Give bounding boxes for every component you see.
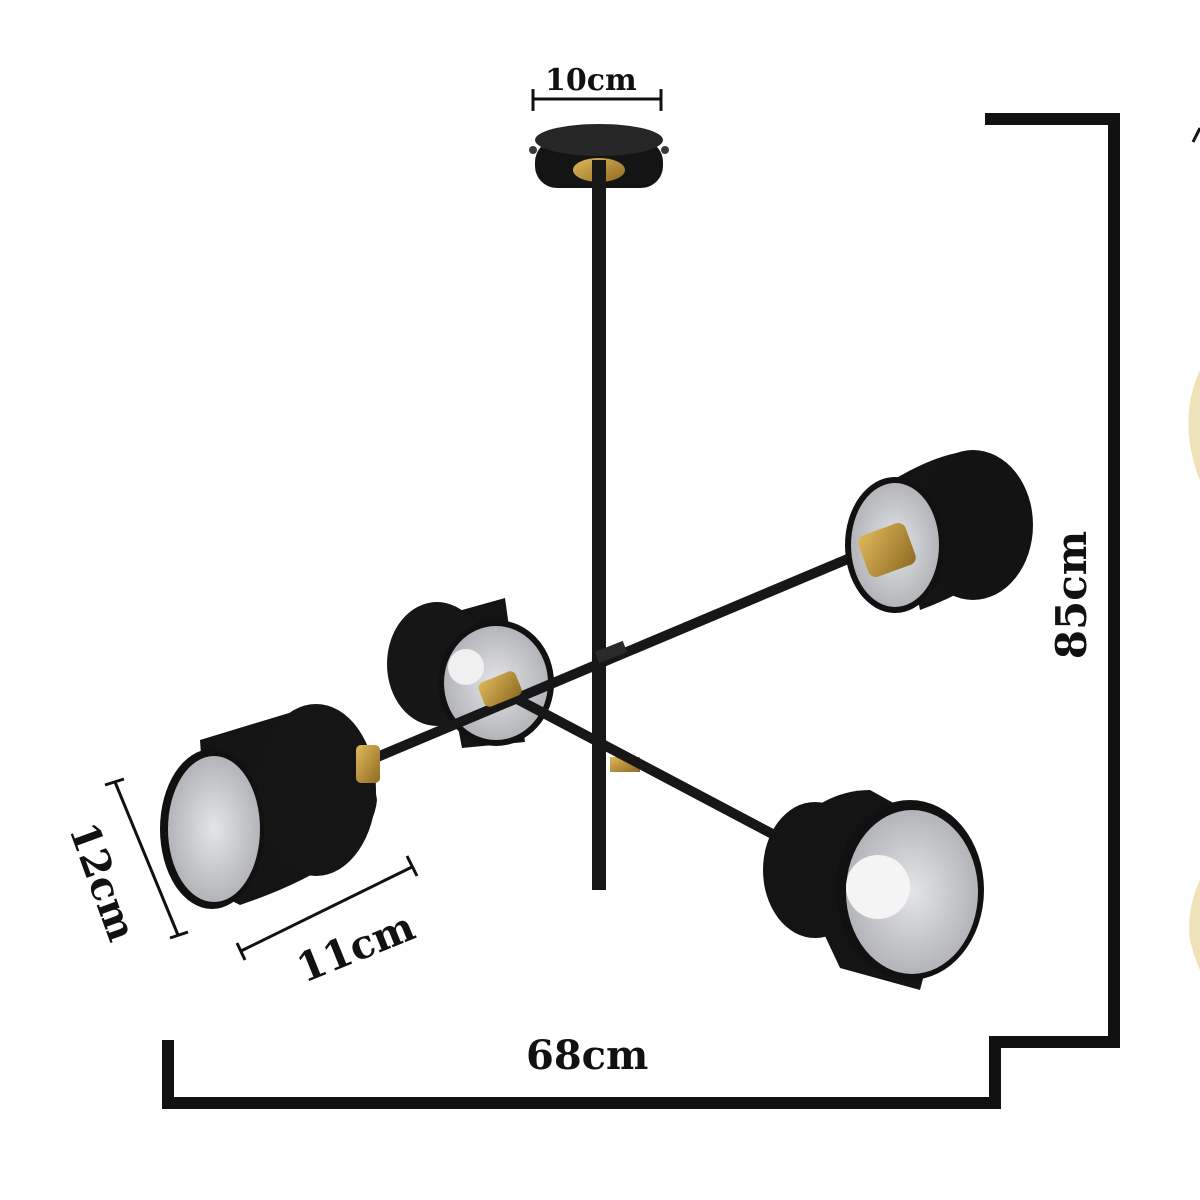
cropped-edge-shape-bottom [1189,880,1200,970]
lamp-shade-upper-right [845,450,1033,613]
arm-lower-right [497,685,783,843]
lamp-shade-back-left [387,598,554,748]
total-width-label: 68cm [526,1032,649,1079]
cropped-edge-shape-top [1188,370,1200,480]
back-socket-brass [478,671,522,707]
arm-joint [594,640,628,664]
left-socket-brass [356,745,380,783]
canopy-dimension-line [531,89,663,111]
vertical-stem [592,160,606,890]
overall-dimension-outline [162,113,1120,1109]
arm-upper-right [373,548,864,763]
shade-width-dimension-line [235,855,419,961]
canopy-width-label: 10cm [545,63,637,98]
cropped-edge-mark [1191,127,1200,143]
total-height-label: 85cm [1047,530,1096,660]
lamp-shade-lower-right [763,790,984,990]
lamp-shade-left [160,704,380,909]
shade-height-dimension-line [104,777,189,940]
